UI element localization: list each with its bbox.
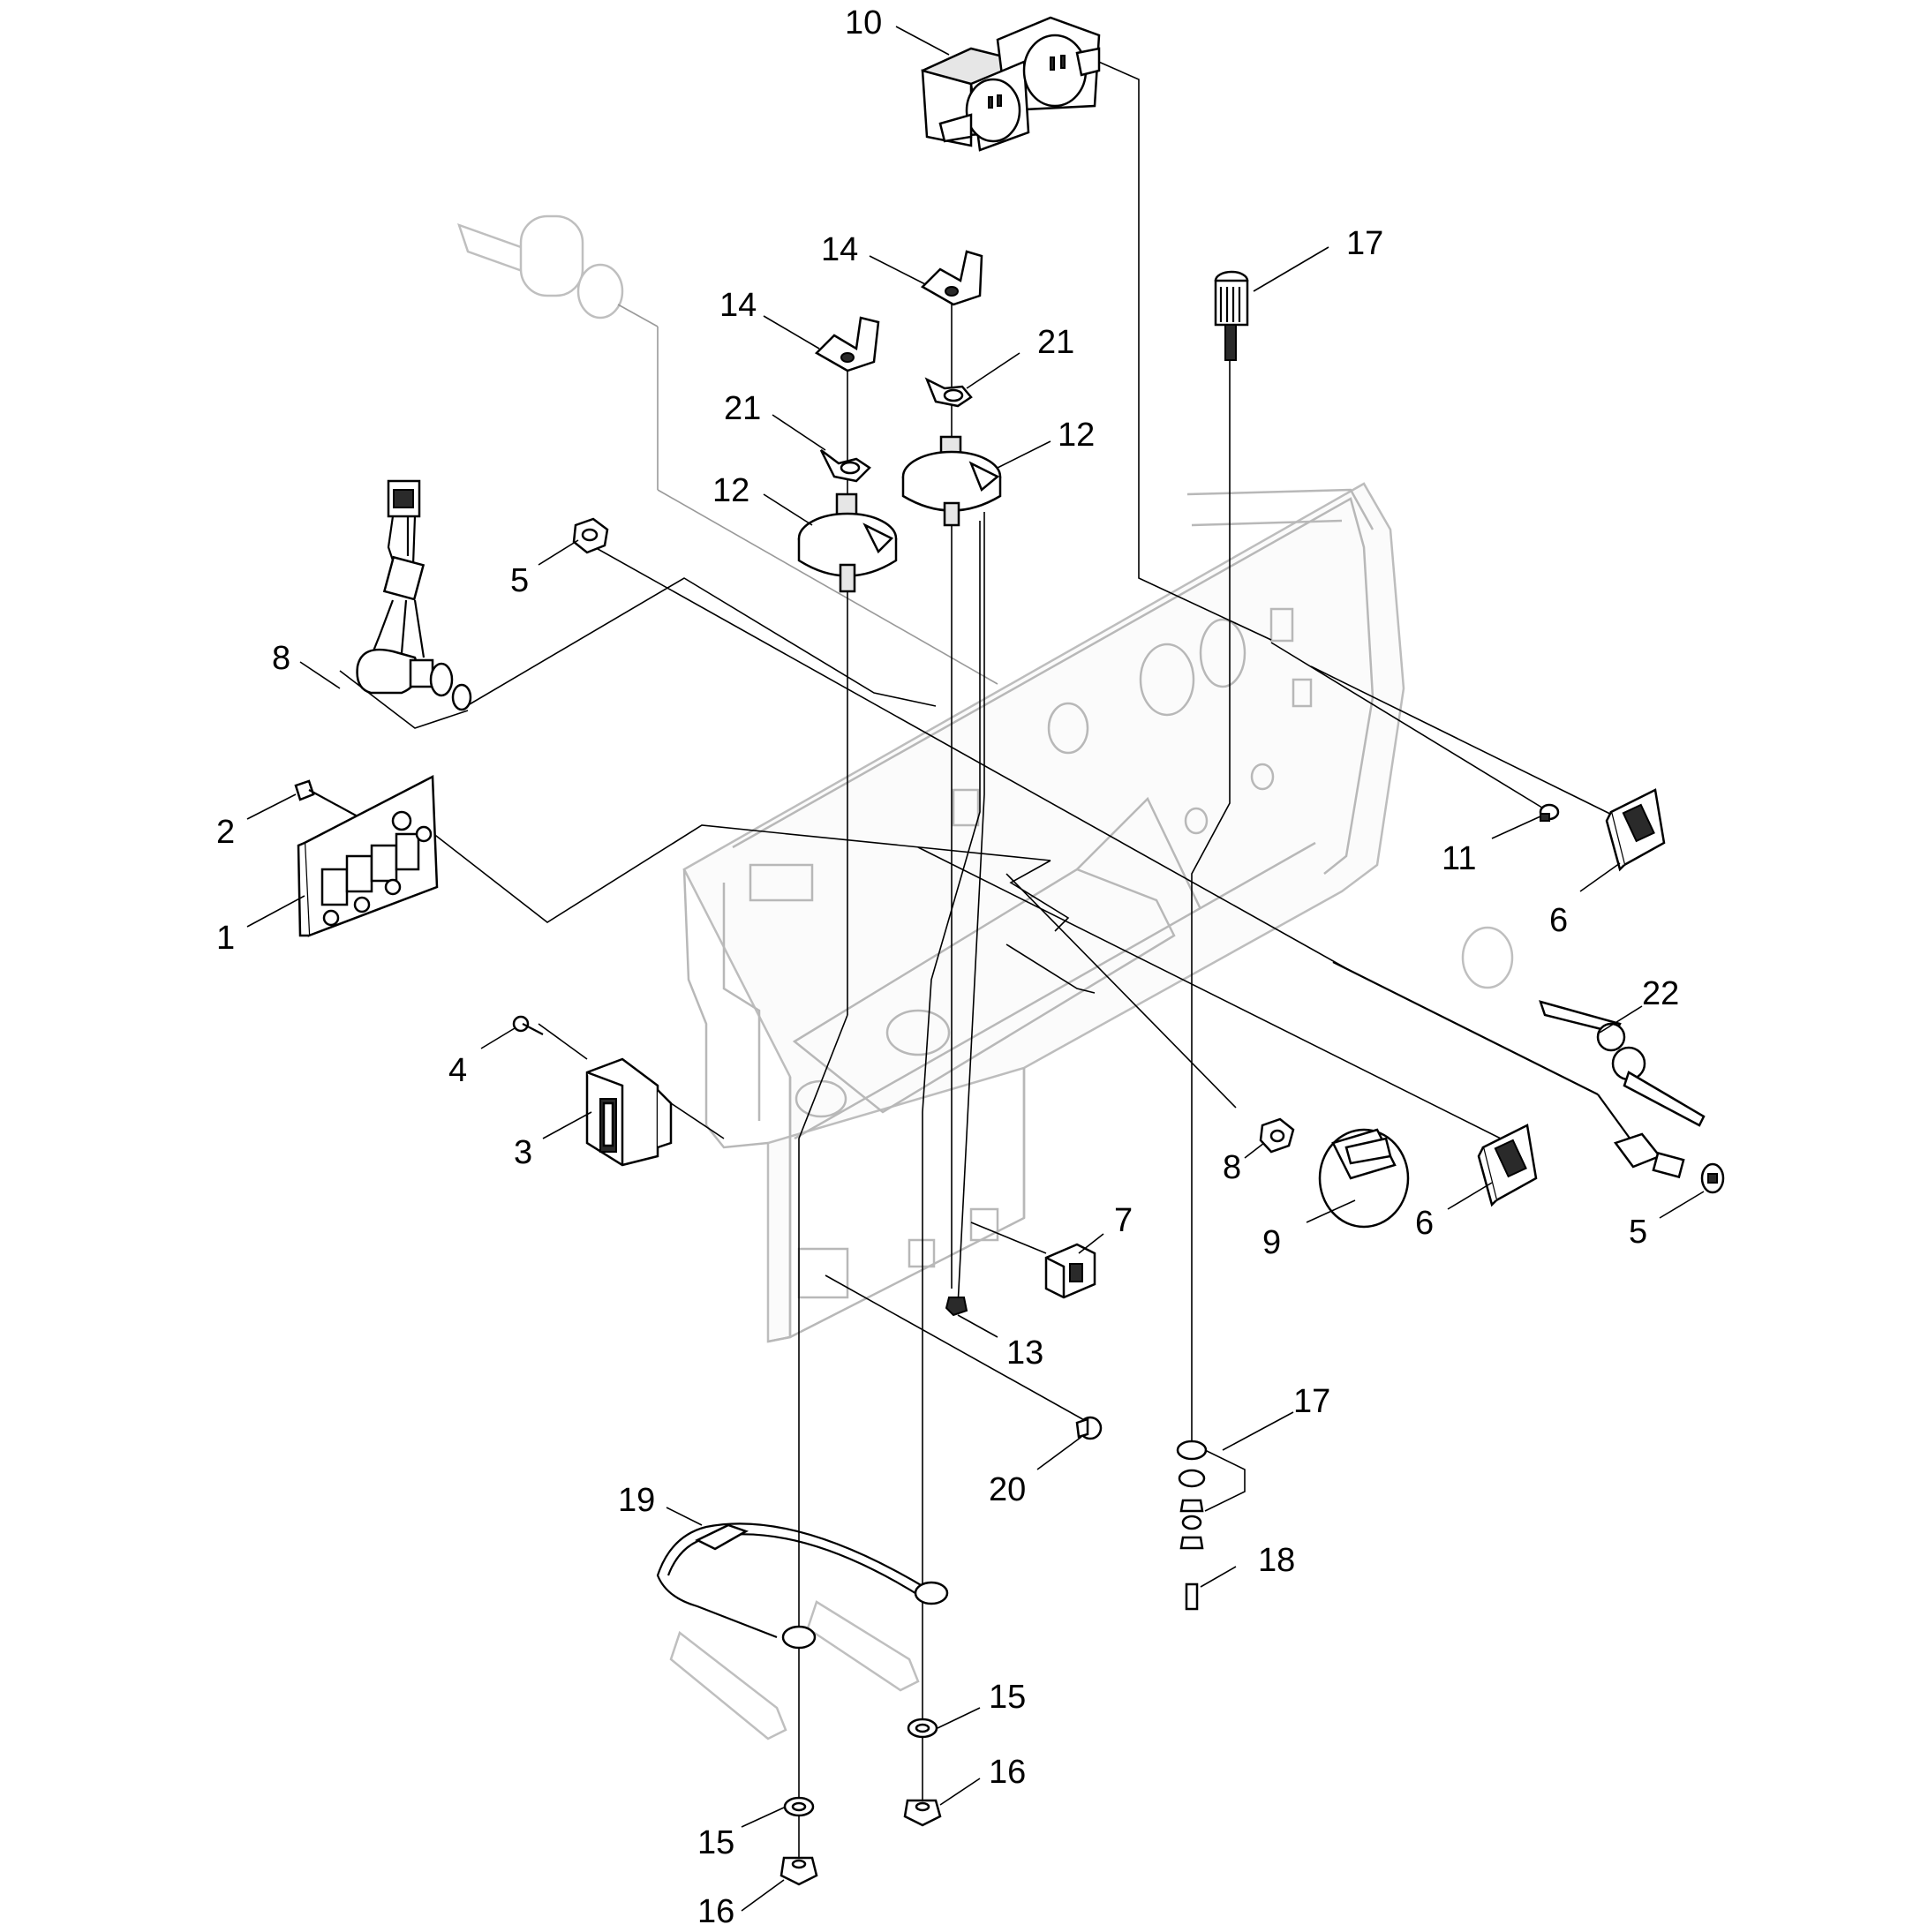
potentiometer-harness <box>339 479 472 729</box>
terminal-stud-left <box>797 492 898 593</box>
lock-washer-left <box>819 449 871 483</box>
small-switch <box>1044 1243 1096 1299</box>
ghost-cable-lug-left <box>669 1630 787 1740</box>
callout-5-lower: 5 <box>1629 1214 1647 1251</box>
wing-nut-right <box>920 250 983 306</box>
callout-21-left: 21 <box>724 390 761 427</box>
key-ring <box>1539 1000 1706 1127</box>
screw-long <box>512 1015 544 1035</box>
callout-15-left: 15 <box>697 1824 734 1861</box>
callout-21-right: 21 <box>1037 324 1074 361</box>
callout-7: 7 <box>1114 1202 1133 1239</box>
ghost-cable-lug-right <box>806 1600 920 1692</box>
callout-12-left: 12 <box>712 472 749 509</box>
callout-8-left: 8 <box>272 640 290 677</box>
callout-12-right: 12 <box>1058 417 1095 454</box>
rocker-switch-lower <box>1477 1124 1538 1207</box>
ground-cable <box>656 1522 949 1650</box>
circuit-board <box>297 774 439 937</box>
hex-nut <box>572 517 609 554</box>
callout-16-right: 16 <box>989 1754 1026 1791</box>
callout-16-left: 16 <box>697 1893 734 1928</box>
callout-14-right: 14 <box>821 231 858 268</box>
callout-labels: 10 17 14 14 21 21 12 12 5 8 2 1 11 6 22 … <box>216 4 1679 1930</box>
hour-meter-module <box>585 1057 673 1167</box>
terminal-stud-right <box>901 435 1002 527</box>
callout-1: 1 <box>216 920 235 957</box>
ghost-rear-bushing <box>457 214 624 319</box>
callout-22: 22 <box>1642 975 1679 1012</box>
callout-5-top: 5 <box>510 562 529 599</box>
ghost-nut <box>1461 926 1514 989</box>
callout-3: 3 <box>514 1134 532 1171</box>
nut-right <box>903 1799 942 1827</box>
callout-6-upper: 6 <box>1549 902 1568 939</box>
callout-20: 20 <box>989 1471 1026 1508</box>
rocker-switch-upper <box>1605 788 1666 872</box>
washer-right <box>907 1718 938 1739</box>
nut-left <box>779 1856 818 1886</box>
screw-panel <box>1539 803 1560 822</box>
screw-small <box>294 779 358 817</box>
callout-6-lower: 6 <box>1415 1205 1434 1242</box>
callout-8-lower: 8 <box>1223 1149 1241 1186</box>
duplex-receptacle <box>921 16 1101 152</box>
cap-screw <box>1075 1416 1103 1440</box>
washer-nut-stack <box>1176 1440 1246 1550</box>
pin <box>1185 1582 1199 1611</box>
callout-ticks <box>246 26 1705 1912</box>
callout-18: 18 <box>1258 1542 1295 1579</box>
wing-nut-left <box>814 316 880 372</box>
callout-9: 9 <box>1262 1224 1281 1261</box>
pot-nut <box>1259 1117 1295 1154</box>
callout-17-lower: 17 <box>1293 1383 1330 1420</box>
callout-19: 19 <box>618 1482 655 1519</box>
washer-left <box>783 1796 815 1817</box>
control-knob <box>1318 1128 1410 1229</box>
callout-11: 11 <box>1442 840 1476 877</box>
callout-4: 4 <box>448 1052 467 1089</box>
leader-lines <box>427 59 1625 1862</box>
callout-10: 10 <box>845 4 882 41</box>
callout-14-left: 14 <box>719 287 757 324</box>
small-nut <box>945 1297 968 1317</box>
control-panel-housing <box>457 214 1514 1740</box>
callout-13: 13 <box>1006 1334 1043 1372</box>
key-switch-cable <box>1332 961 1725 1194</box>
knob-screw <box>1214 270 1249 361</box>
lock-washer-right <box>924 377 973 408</box>
callout-2: 2 <box>216 814 235 851</box>
callout-15-right: 15 <box>989 1679 1026 1716</box>
callout-17-top: 17 <box>1346 225 1383 262</box>
